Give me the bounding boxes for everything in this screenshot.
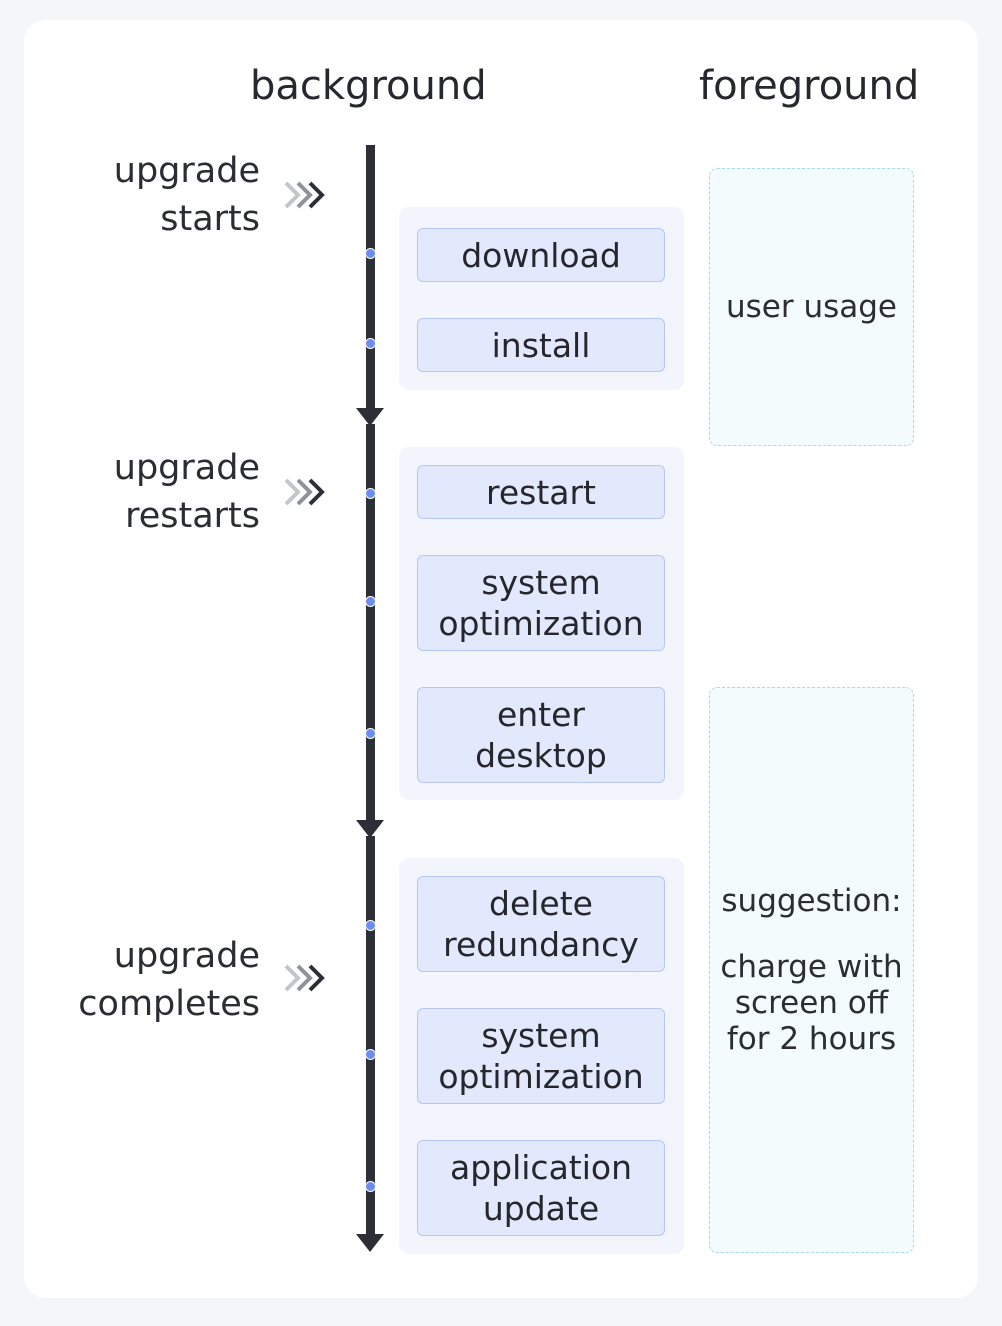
timeline-dot [365, 596, 376, 607]
triple-chevron-icon [284, 964, 325, 992]
step-application-update: application update [417, 1140, 665, 1236]
step-delete-redundancy: delete redundancy [417, 876, 665, 972]
timeline-dot [365, 728, 376, 739]
timeline-dot [365, 488, 376, 499]
suggestion-line: for 2 hours [726, 1021, 897, 1057]
step-restart: restart [417, 465, 665, 519]
timeline-dot [365, 920, 376, 931]
timeline-segment [366, 145, 375, 410]
suggestion-spacer [720, 919, 902, 949]
timeline-dot [365, 248, 376, 259]
stage-label-restarts: upgrade restarts [113, 448, 260, 536]
suggestion-line: charge with [720, 949, 903, 985]
arrow-down-icon [356, 820, 384, 838]
step-download: download [417, 228, 665, 282]
suggestion-title: suggestion: [721, 883, 902, 919]
arrow-down-icon [356, 408, 384, 426]
stage-label-starts: upgrade starts [113, 151, 260, 239]
header-foreground: foreground [699, 63, 920, 109]
suggestion-text: suggestion: charge with screen off for 2… [720, 883, 902, 1057]
timeline-dot [365, 1181, 376, 1192]
step-system-optimization: system optimization [417, 1008, 665, 1104]
timeline-segment [366, 836, 375, 1236]
suggestion-line: screen off [734, 985, 889, 1021]
triple-chevron-icon [284, 181, 325, 209]
step-enter-desktop: enter desktop [417, 687, 665, 783]
foreground-suggestion: suggestion: charge with screen off for 2… [709, 687, 914, 1253]
user-usage-label: user usage [725, 289, 897, 325]
triple-chevron-icon [284, 478, 325, 506]
foreground-user-usage: user usage [709, 168, 914, 446]
timeline-dot [365, 1049, 376, 1060]
header-background: background [250, 63, 487, 109]
step-install: install [417, 318, 665, 372]
step-system-optimization: system optimization [417, 555, 665, 651]
stage-label-completes: upgrade completes [78, 936, 260, 1024]
timeline-dot [365, 338, 376, 349]
arrow-down-icon [356, 1234, 384, 1252]
timeline-segment [366, 424, 375, 822]
